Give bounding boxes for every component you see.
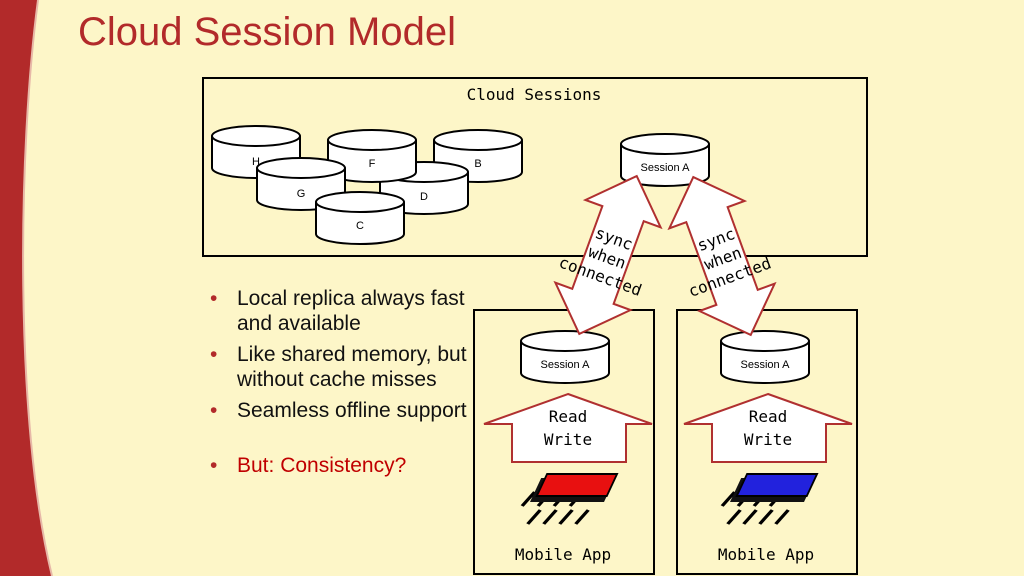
svg-text:Read: Read	[549, 407, 588, 426]
svg-text:Read: Read	[749, 407, 788, 426]
svg-text:C: C	[356, 220, 364, 232]
session-cylinder-g: G	[256, 157, 346, 211]
svg-text:Write: Write	[744, 430, 792, 449]
device-1-session-cylinder: Session A	[520, 330, 610, 384]
read-write-arrow-1: Read Write	[483, 392, 653, 463]
device-2-session-cylinder: Session A	[720, 330, 810, 384]
sync-arrow-right: sync when connected	[667, 175, 777, 337]
svg-text:F: F	[369, 158, 376, 170]
bullet-item: Local replica always fast and available	[210, 286, 480, 336]
bullet-list: Local replica always fast and available …	[210, 286, 480, 484]
svg-text:G: G	[297, 188, 306, 200]
sync-arrow-left: sync when connected	[553, 174, 663, 336]
bullet-item: Like shared memory, but without cache mi…	[210, 342, 480, 392]
device-box-1	[473, 309, 655, 575]
svg-text:B: B	[474, 158, 481, 170]
svg-text:D: D	[420, 191, 428, 203]
svg-text:Session A: Session A	[641, 162, 691, 174]
bullet-item-consistency: But: Consistency?	[210, 453, 480, 478]
session-cylinder-b: B	[433, 129, 523, 183]
cloud-sessions-label: Cloud Sessions	[467, 85, 602, 104]
read-write-arrow-2: Read Write	[683, 392, 853, 463]
slide-title: Cloud Session Model	[78, 10, 456, 54]
cloud-session-a-cylinder: Session A	[620, 133, 710, 187]
svg-text:Session A: Session A	[541, 359, 591, 371]
device-1-label: Mobile App	[515, 545, 611, 564]
session-cylinder-c: C	[315, 191, 405, 245]
device-2-label: Mobile App	[718, 545, 814, 564]
session-cylinder-f: F	[327, 129, 417, 183]
device-box-2	[676, 309, 858, 575]
session-cylinder-h: H	[211, 125, 301, 179]
bullet-item: Seamless offline support	[210, 398, 480, 423]
session-cylinder-d: D	[379, 161, 469, 215]
red-chip-icon	[520, 473, 619, 525]
svg-text:Session A: Session A	[741, 359, 791, 371]
blue-chip-icon	[720, 473, 819, 525]
svg-text:H: H	[252, 156, 260, 168]
svg-text:Write: Write	[544, 430, 592, 449]
cloud-sessions-box	[202, 77, 868, 257]
